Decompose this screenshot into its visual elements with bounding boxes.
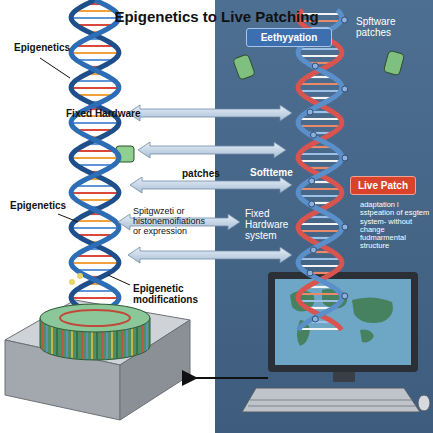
disk-top: [40, 304, 150, 332]
double-arrow: [138, 142, 286, 158]
base-pair: [75, 290, 115, 292]
monitor-screen: [275, 279, 411, 365]
right-helix: [298, 10, 348, 330]
text-label: adaptation i sstpeation of esgtem system…: [360, 201, 432, 251]
histone-bead: [307, 109, 313, 115]
text-label: Softteme: [250, 167, 320, 178]
histone-bead: [342, 224, 348, 230]
left-helix: [71, 0, 119, 312]
helix-strand: [71, 0, 119, 312]
base-pair: [71, 122, 119, 124]
monitor-bezel: [268, 272, 418, 372]
base-pair: [299, 300, 341, 302]
text-label: Spftware patches: [356, 16, 426, 38]
double-arrow: [130, 177, 292, 193]
base-pair: [299, 328, 341, 330]
base-pair: [299, 160, 341, 162]
double-arrow: [128, 247, 292, 263]
histone-bead: [341, 17, 347, 23]
base-pair: [299, 258, 341, 260]
histone-bead: [310, 132, 316, 138]
base-pair: [75, 45, 115, 47]
base-pair: [299, 293, 341, 295]
base-pair: [71, 262, 119, 264]
base-pair: [75, 150, 115, 152]
disk-stripe: [41, 320, 43, 349]
histone-bead: [312, 316, 318, 322]
base-pair: [71, 52, 119, 54]
base-pair: [299, 265, 341, 267]
base-pair: [299, 48, 341, 50]
base-pair: [71, 157, 119, 159]
base-pair: [75, 10, 115, 12]
base-pair: [75, 185, 115, 187]
text-label: Epigenetic modifications: [133, 283, 218, 305]
base-pair: [71, 297, 119, 299]
helix-strand: [298, 10, 342, 330]
keyboard: [242, 388, 420, 412]
base-pair: [299, 83, 341, 85]
text-label: Fixed Hardware system: [245, 208, 315, 241]
box-text: Live Patch: [358, 180, 408, 191]
base-pair: [299, 195, 341, 197]
patch-icon: [233, 54, 256, 80]
helix-strand: [298, 10, 342, 330]
patch-icon: [383, 50, 404, 75]
link-arrow: [196, 377, 268, 379]
histone-bead: [309, 178, 315, 184]
helix-strand: [71, 0, 119, 312]
leader-line: [108, 275, 130, 285]
leader-line: [58, 214, 78, 222]
methyl-bead: [69, 279, 75, 285]
histone-bead: [312, 63, 318, 69]
text-label: patches: [182, 168, 242, 179]
base-pair: [71, 192, 119, 194]
keyboard-keys: [248, 400, 416, 406]
base-pair: [75, 220, 115, 222]
label-box: Eethyyation: [246, 28, 332, 47]
base-pair: [71, 227, 119, 229]
base-pair: [299, 223, 341, 225]
base-pair: [299, 118, 341, 120]
text-label: Epigenetics: [14, 42, 94, 53]
base-pair: [299, 55, 341, 57]
histone-bead: [342, 155, 348, 161]
base-pair: [299, 90, 341, 92]
methyl-bead: [77, 273, 83, 279]
right-panel: [215, 0, 433, 433]
base-pair: [75, 255, 115, 257]
histone-bead: [307, 270, 313, 276]
base-pair: [299, 188, 341, 190]
text-label: Fixed Hardware: [66, 108, 166, 119]
base-pair: [71, 87, 119, 89]
base-pair: [75, 80, 115, 82]
disk-stripe: [146, 320, 148, 350]
base-pair: [299, 230, 341, 232]
text-label: Spitgwzeti or histonemoifiations or expr…: [133, 207, 215, 237]
chromatin-disk: [40, 304, 150, 360]
mouse: [418, 395, 430, 411]
histone-bead: [310, 247, 316, 253]
leader-line: [40, 58, 70, 78]
histone-bead: [342, 293, 348, 299]
double-arrow: [128, 105, 292, 121]
text-label: Epigenetics: [10, 200, 90, 211]
monitor-stand: [333, 372, 355, 382]
base-pair: [71, 17, 119, 19]
dna-wrap: [60, 310, 130, 326]
box-text: Eethyyation: [261, 32, 318, 43]
highlight-box: Live Patch: [350, 176, 416, 195]
base-pair: [299, 125, 341, 127]
histone-bead: [342, 86, 348, 92]
base-pair: [299, 153, 341, 155]
histone-bead: [309, 201, 315, 207]
